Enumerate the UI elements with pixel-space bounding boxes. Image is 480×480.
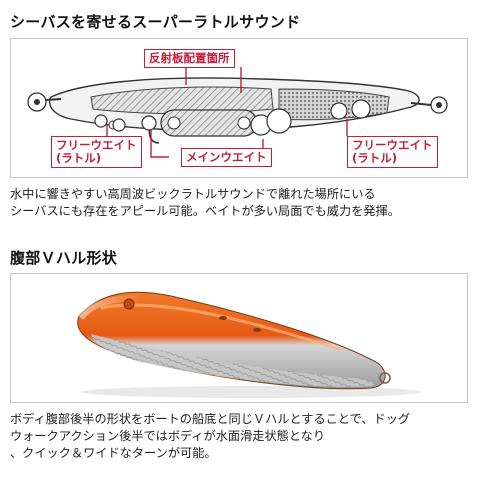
main-weight-ball-3 xyxy=(266,108,292,134)
main-weight-ball-1 xyxy=(141,115,157,131)
section1-description-line2: シーバスにも存在をアピール可能。ベイトが多い局面でも威力を発揮。 xyxy=(10,204,400,218)
lure-belly-scales xyxy=(91,334,375,387)
section2-description-line3: 、クイック＆ワイドなターンが可能。 xyxy=(10,446,217,460)
front-rattle-ball-1 xyxy=(94,114,108,128)
section2-heading: 腹部Ｖハル形状 xyxy=(10,249,118,267)
rear-free-weight-label: フリーウエイト (ラトル) xyxy=(347,136,438,168)
rear-rattle-ball-1 xyxy=(330,102,348,120)
lure-eye xyxy=(123,298,135,310)
section1-description-line1: 水中に響きやすい高周波ビックラトルサウンドで離れた場所にいる xyxy=(10,187,376,201)
inner-chamber-left xyxy=(90,86,274,114)
lure-cross-section-diagram xyxy=(27,67,448,158)
main-weight-label: メインウエイト xyxy=(181,148,272,167)
lure-photo xyxy=(77,291,421,398)
front-free-weight-label: フリーウエイト (ラトル) xyxy=(51,136,142,168)
reflector-label: 反射板配置箇所 xyxy=(144,49,235,68)
section1-description: 水中に響きやすい高周波ビックラトルサウンドで離れた場所にいる シーバスにも存在を… xyxy=(10,186,472,220)
lure-tail-eye xyxy=(379,372,391,384)
section2-description: ボディ腹部後半の形状をボートの船底と同じＶハルとすることで、ドッグ ウォークアク… xyxy=(10,411,472,462)
rear-rattle-ball-2 xyxy=(351,99,371,119)
rattle-diagram-panel: 反射板配置箇所 フリーウエイト (ラトル) メインウエイト フリーウエイト (ラ… xyxy=(10,38,468,178)
section2-description-line1: ボディ腹部後半の形状をボートの船底と同じＶハルとすることで、ドッグ xyxy=(10,412,411,426)
section2-description-line2: ウォークアクション後半ではボディが水面滑走状態となり xyxy=(10,429,326,443)
lure-photo-panel xyxy=(10,273,468,403)
section1-heading: シーバスを寄せるスーパーラトルサウンド xyxy=(10,13,301,31)
front-rattle-ball-2 xyxy=(112,118,126,132)
